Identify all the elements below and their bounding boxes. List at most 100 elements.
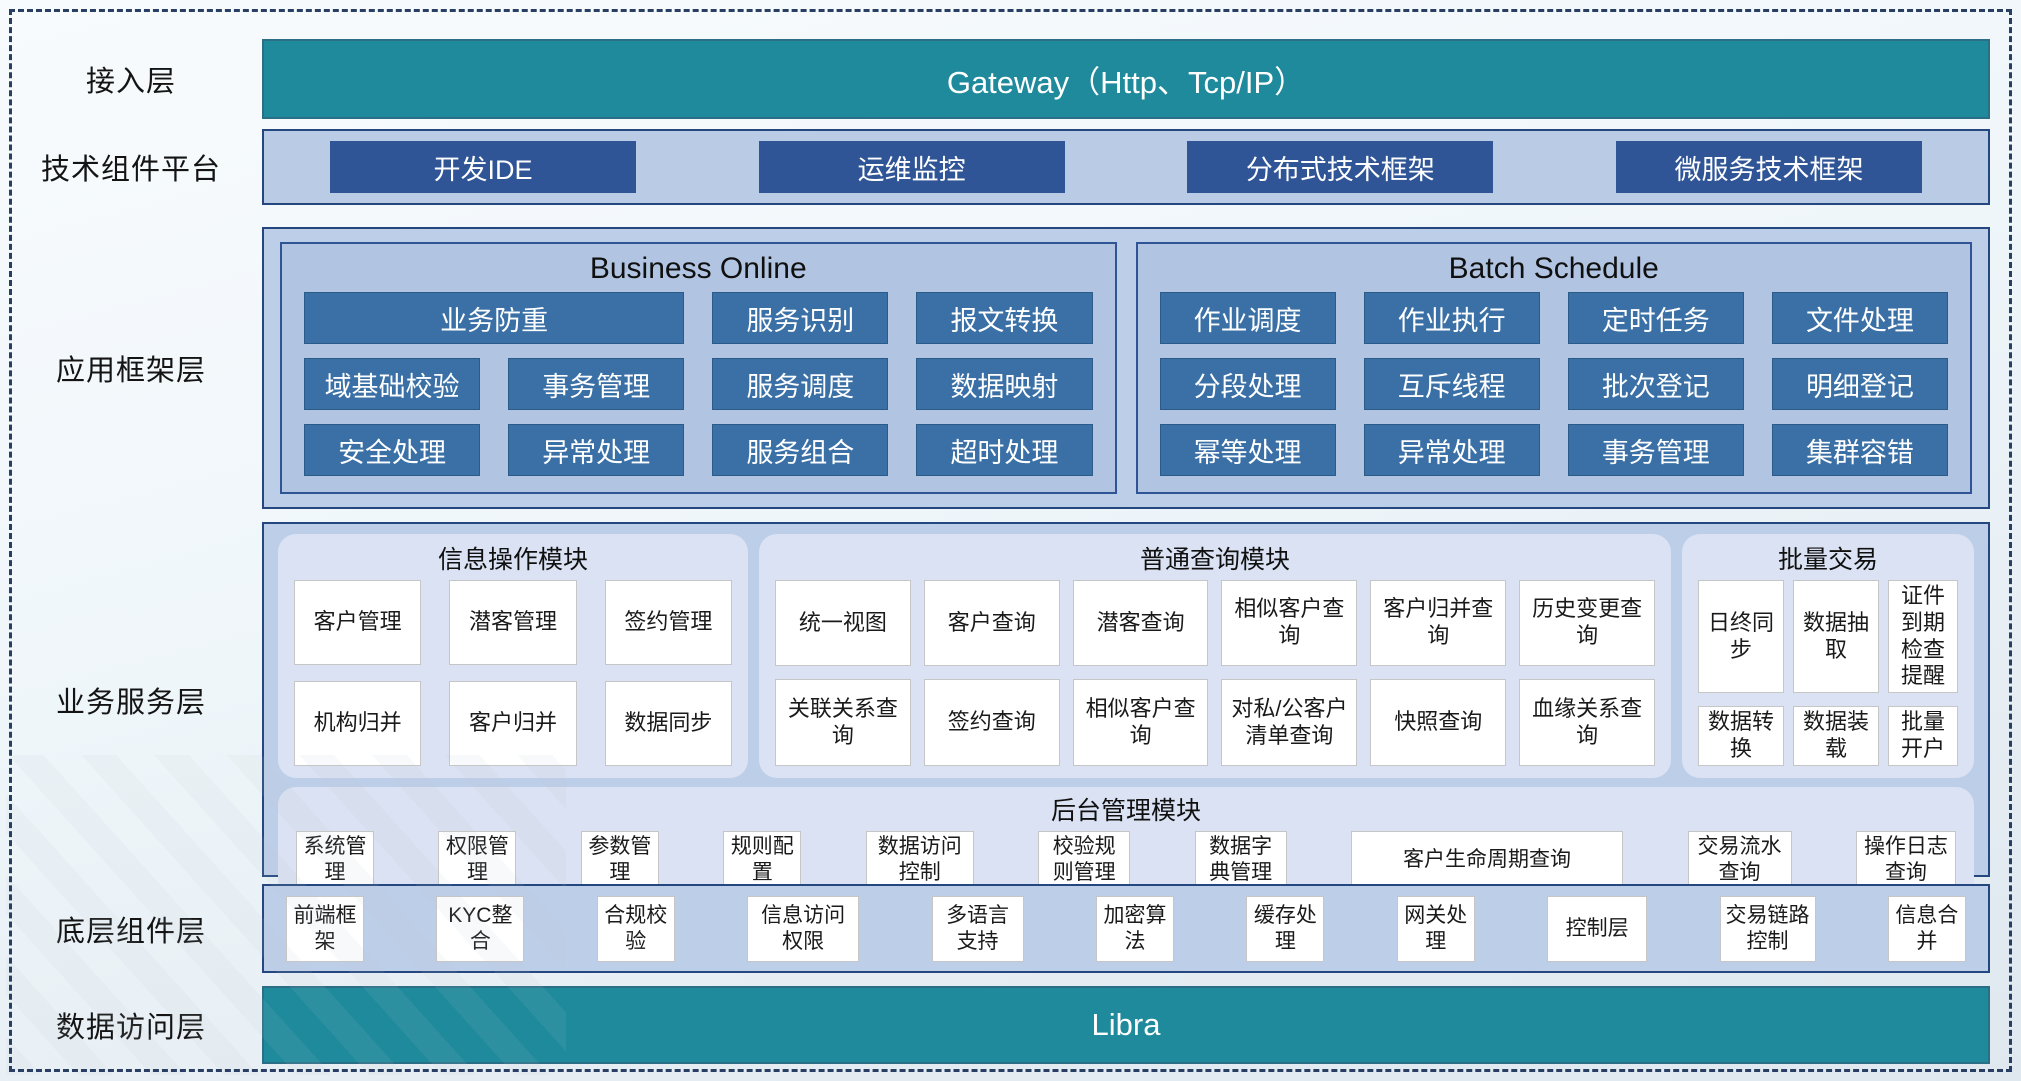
batch-item: 数据装载 (1793, 706, 1879, 766)
admin-item: 校验规则管理 (1038, 830, 1131, 889)
common-query-module: 普通查询模块 统一视图 客户查询 潜客查询 相似客户查询 客户归并查询 历史变更… (759, 534, 1671, 778)
business-online-item: 异常处理 (508, 424, 685, 476)
layer-label-business-service: 业务服务层 (55, 686, 206, 719)
batch-schedule-item: 明细登记 (1771, 358, 1948, 410)
base-item: 交易链路控制 (1719, 895, 1816, 962)
business-online-title: Business Online (589, 252, 807, 285)
business-online-item: 数据映射 (916, 358, 1093, 410)
batch-schedule-title: Batch Schedule (1448, 252, 1659, 285)
batch-schedule-item: 作业调度 (1159, 292, 1336, 344)
business-online-item: 业务防重 (304, 292, 685, 344)
business-service-row: 业务服务层 信息操作模块 客户管理 潜客管理 签约管理 机构归并 客户归并 数据… (0, 522, 1990, 899)
batch-transaction-module: 批量交易 日终同步 数据抽取 证件到期检查提醒 数据转换 数据装载 批量开户 (1682, 534, 1974, 778)
batch-schedule-item: 文件处理 (1771, 292, 1948, 344)
query-item: 快照查询 (1370, 679, 1507, 766)
business-online-item: 服务调度 (712, 358, 889, 410)
batch-item: 批量开户 (1888, 706, 1958, 766)
libra-bar: Libra (262, 986, 1990, 1064)
query-item: 相似客户查询 (1221, 580, 1358, 667)
business-online-item: 服务识别 (712, 292, 889, 344)
business-online-item: 安全处理 (304, 424, 481, 476)
batch-schedule-item: 定时任务 (1567, 292, 1744, 344)
base-item: 前端框架 (286, 895, 364, 962)
base-item: 缓存处理 (1246, 895, 1325, 962)
admin-item: 系统管理 (296, 830, 374, 889)
business-service-band: 信息操作模块 客户管理 潜客管理 签约管理 机构归并 客户归并 数据同步 普通查… (262, 522, 1990, 899)
business-online-item: 报文转换 (916, 292, 1093, 344)
base-components-row: 底层组件层 前端框架 KYC整合 合规校验 信息访问权限 多语言支持 加密算法 … (0, 884, 1990, 973)
base-item: 信息访问权限 (747, 895, 860, 962)
batch-schedule-item: 集群容错 (1771, 424, 1948, 476)
batch-item: 证件到期检查提醒 (1888, 580, 1958, 694)
layer-label-data-access: 数据访问层 (55, 1012, 206, 1044)
base-item: 控制层 (1547, 895, 1648, 962)
admin-module: 后台管理模块 系统管理 权限管理 参数管理 规则配置 数据访问控制 校验规则管理… (278, 786, 1974, 899)
layer-label-access: 接入层 (85, 66, 176, 98)
access-layer-row: 接入层 Gateway（Http、Tcp/IP） (0, 39, 1990, 119)
common-query-title: 普通查询模块 (1139, 546, 1290, 574)
admin-module-title: 后台管理模块 (1050, 796, 1201, 825)
info-item: 机构归并 (294, 680, 422, 766)
app-framework-band: Business Online 业务防重 服务识别 报文转换 域基础校验 事务管… (262, 227, 1990, 509)
tech-item: 分布式技术框架 (1187, 141, 1494, 193)
batch-schedule-item: 互斥线程 (1363, 358, 1540, 410)
admin-item: 客户生命周期查询 (1351, 830, 1624, 889)
admin-item: 权限管理 (438, 830, 517, 889)
batch-item: 数据转换 (1698, 706, 1784, 766)
base-item: 合规校验 (596, 895, 675, 962)
query-item: 签约查询 (923, 679, 1060, 766)
tech-item: 运维监控 (758, 141, 1065, 193)
batch-item: 数据抽取 (1793, 580, 1879, 694)
tech-platform-row: 技术组件平台 开发IDE 运维监控 分布式技术框架 微服务技术框架 (0, 129, 1990, 205)
business-online-panel: Business Online 业务防重 服务识别 报文转换 域基础校验 事务管… (280, 242, 1117, 494)
base-item: 加密算法 (1095, 895, 1174, 962)
tech-platform-band: 开发IDE 运维监控 分布式技术框架 微服务技术框架 (262, 129, 1990, 205)
query-item: 对私/公客户清单查询 (1221, 679, 1358, 766)
batch-schedule-item: 幂等处理 (1159, 424, 1336, 476)
query-item: 客户查询 (923, 580, 1060, 667)
data-access-row: 数据访问层 Libra (0, 986, 1990, 1064)
info-operation-module: 信息操作模块 客户管理 潜客管理 签约管理 机构归并 客户归并 数据同步 (278, 534, 748, 778)
batch-schedule-item: 批次登记 (1567, 358, 1744, 410)
query-item: 血缘关系查询 (1519, 679, 1655, 766)
query-item: 客户归并查询 (1370, 580, 1507, 667)
info-item: 客户归并 (449, 680, 577, 766)
query-item: 潜客查询 (1072, 580, 1209, 667)
batch-schedule-item: 分段处理 (1159, 358, 1336, 410)
base-item: 网关处理 (1396, 895, 1475, 962)
business-online-item: 域基础校验 (304, 358, 481, 410)
batch-transaction-title: 批量交易 (1777, 546, 1878, 574)
admin-item: 交易流水查询 (1687, 830, 1792, 889)
base-item: 多语言支持 (931, 895, 1024, 962)
info-item: 签约管理 (604, 580, 732, 665)
base-item: KYC整合 (436, 895, 525, 962)
admin-item: 数据访问控制 (865, 830, 974, 889)
info-operation-title: 信息操作模块 (437, 546, 588, 574)
gateway-bar: Gateway（Http、Tcp/IP） (262, 39, 1990, 119)
query-item: 统一视图 (775, 580, 911, 667)
business-online-item: 事务管理 (508, 358, 685, 410)
info-item: 潜客管理 (449, 580, 577, 665)
admin-item: 参数管理 (580, 830, 659, 889)
admin-item: 数据字典管理 (1194, 830, 1287, 889)
query-item: 相似客户查询 (1072, 679, 1209, 766)
batch-schedule-item: 异常处理 (1363, 424, 1540, 476)
layer-label-tech-platform: 技术组件平台 (40, 154, 221, 186)
batch-schedule-panel: Batch Schedule 作业调度 作业执行 定时任务 文件处理 分段处理 … (1135, 242, 1972, 494)
info-item: 数据同步 (604, 680, 732, 766)
app-framework-row: 应用框架层 Business Online 业务防重 服务识别 报文转换 域基础… (0, 227, 1990, 509)
query-item: 关联关系查询 (775, 679, 911, 766)
business-online-item: 超时处理 (916, 424, 1093, 476)
info-item: 客户管理 (294, 580, 422, 665)
batch-schedule-item: 作业执行 (1363, 292, 1540, 344)
tech-item: 开发IDE (330, 141, 636, 193)
admin-item: 规则配置 (723, 830, 802, 889)
batch-item: 日终同步 (1698, 580, 1784, 694)
admin-item: 操作日志查询 (1855, 830, 1956, 889)
base-item: 信息合并 (1887, 895, 1966, 962)
query-item: 历史变更查询 (1519, 580, 1655, 667)
layer-label-base-components: 底层组件层 (55, 915, 206, 948)
layer-label-app-framework: 应用框架层 (55, 355, 206, 387)
batch-schedule-item: 事务管理 (1567, 424, 1744, 476)
